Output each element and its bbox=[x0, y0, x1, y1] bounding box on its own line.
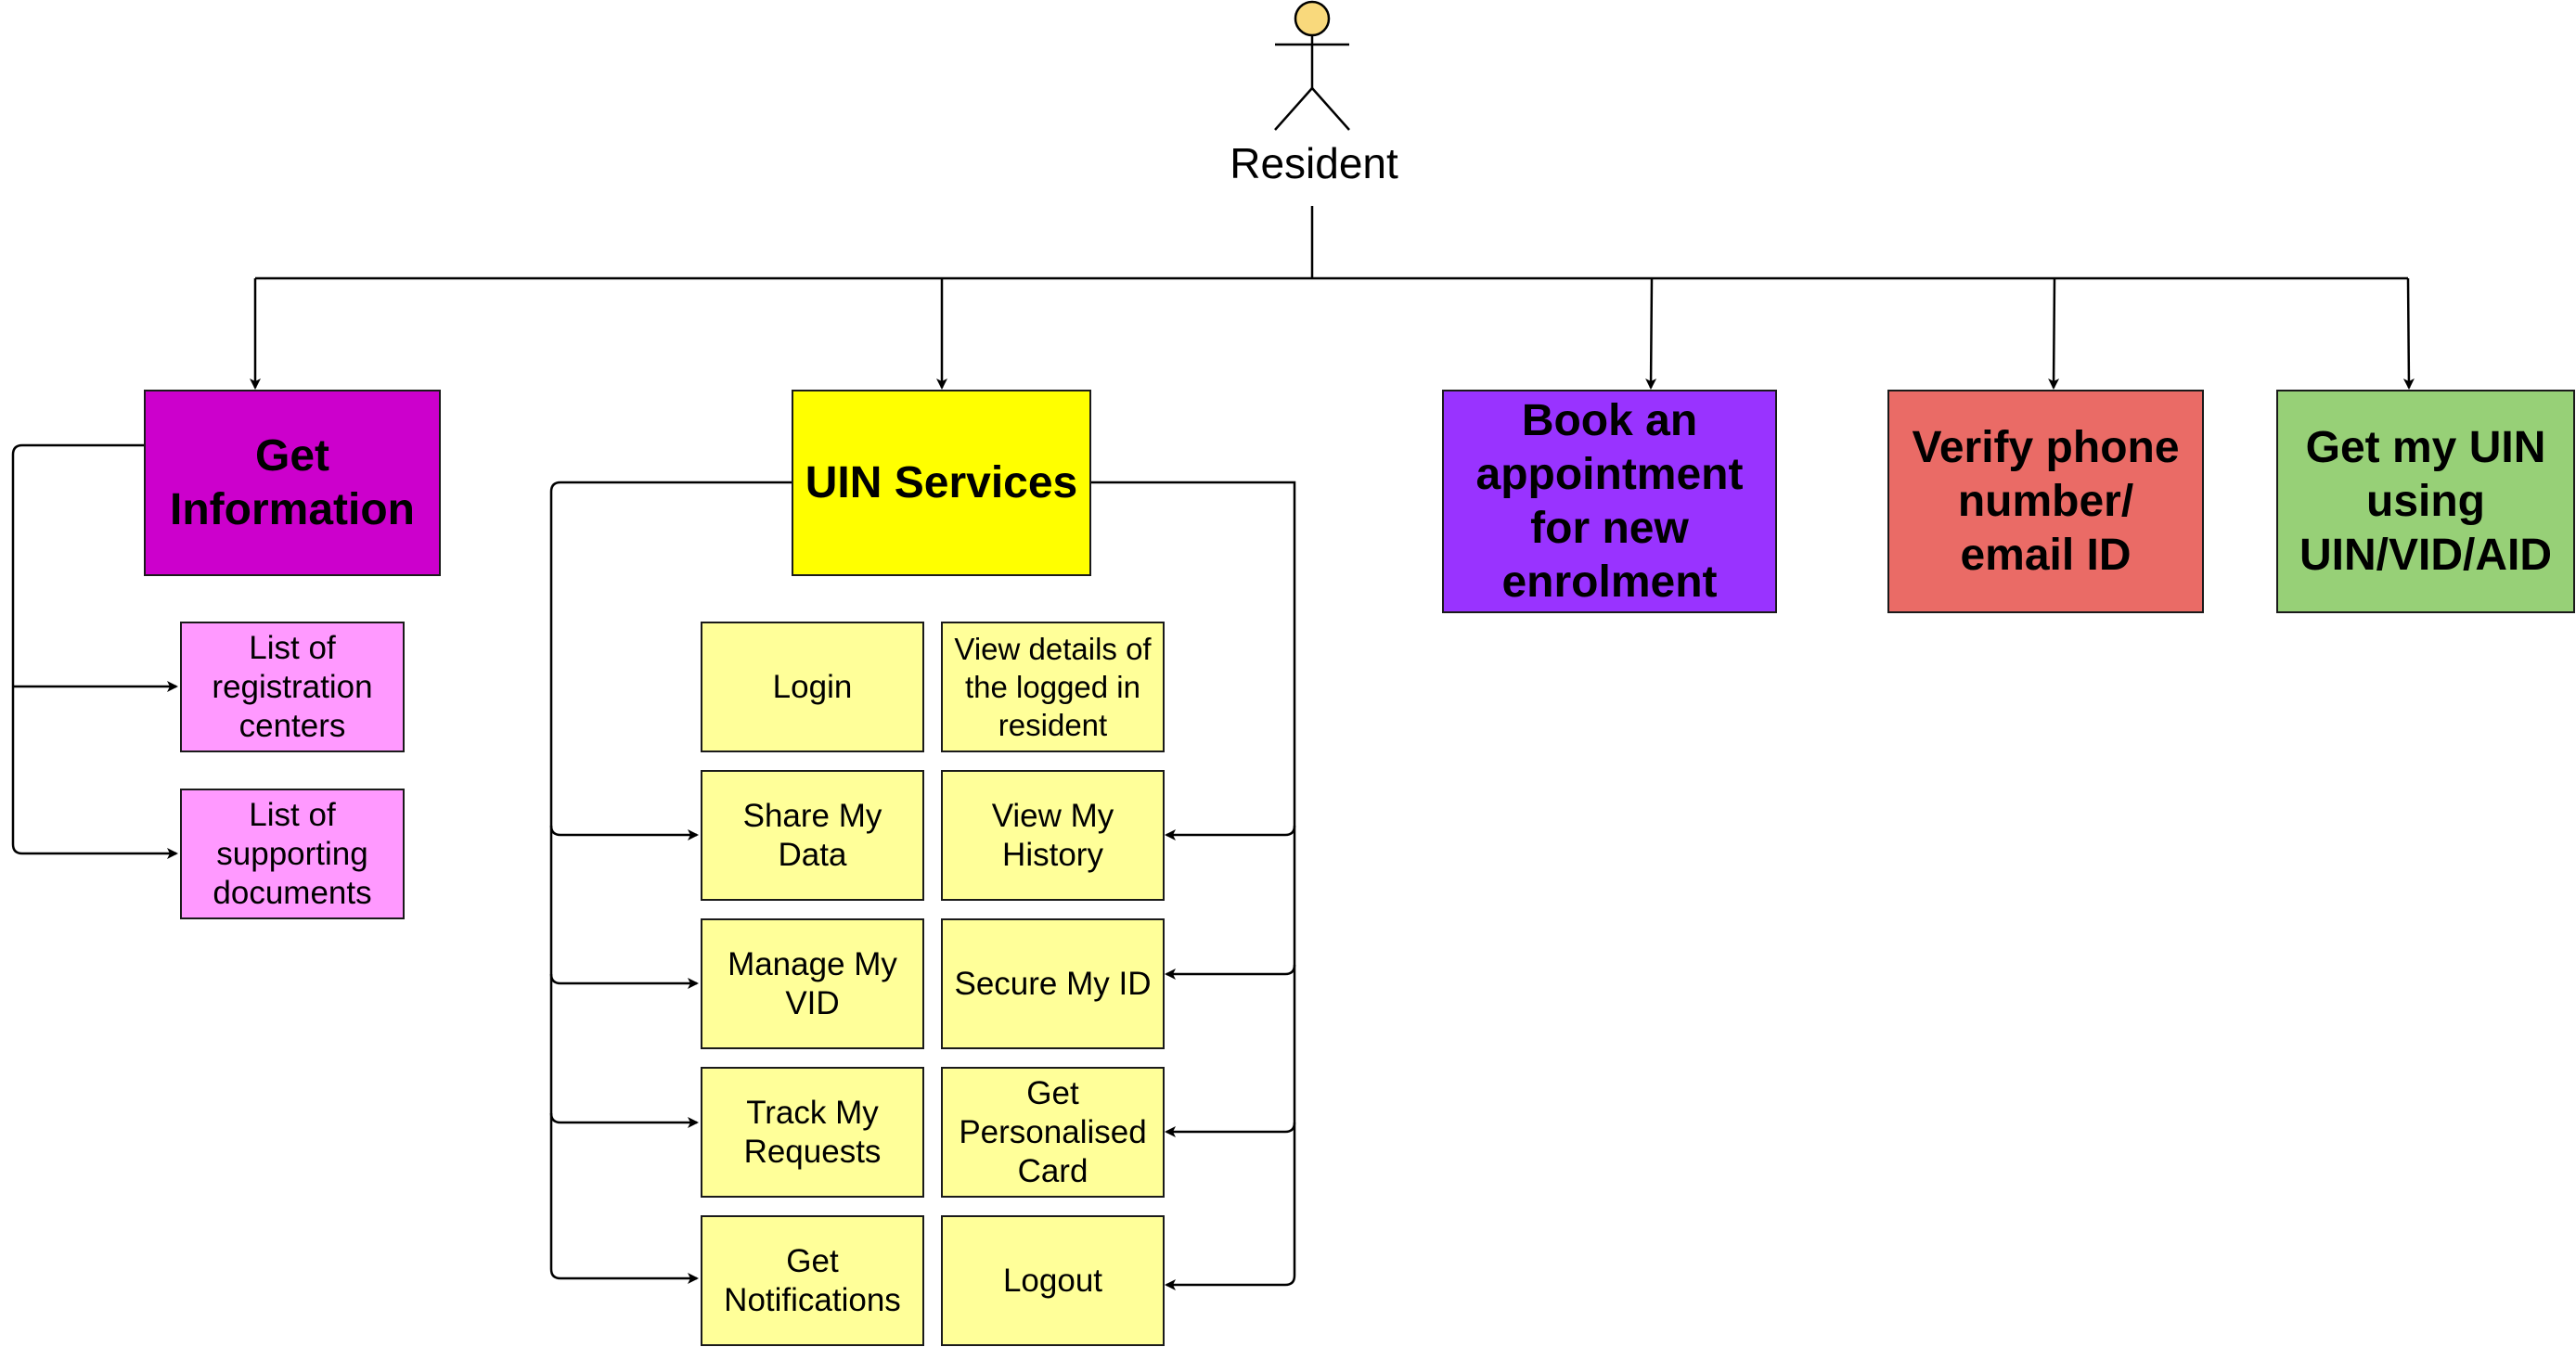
get-notifications-label: Get Notifications bbox=[724, 1242, 901, 1318]
uin-services-right-branch-line bbox=[1091, 481, 1296, 1290]
secure-my-id-label: Secure My ID bbox=[954, 965, 1152, 1002]
arrow-to-book-appointment bbox=[1645, 277, 1657, 390]
view-my-history-node[interactable]: View My History bbox=[941, 770, 1165, 901]
verify-phone-node[interactable]: Verify phone number/ email ID bbox=[1887, 390, 2204, 613]
arrow-to-track-my-requests bbox=[549, 1112, 699, 1128]
get-uin-label: Get my UIN using UIN/VID/AID bbox=[2299, 422, 2552, 580]
verify-phone-label: Verify phone number/ email ID bbox=[1912, 422, 2180, 580]
resident-actor-figure bbox=[1274, 0, 1350, 131]
uin-services-left-branch-line bbox=[549, 481, 792, 1284]
arrow-to-view-my-history bbox=[1165, 825, 1296, 840]
arrow-to-get-personalised-card bbox=[1165, 1122, 1296, 1137]
get-information-branch-line bbox=[11, 443, 178, 859]
get-personalised-card-label: Get Personalised Card bbox=[959, 1074, 1147, 1189]
get-information-label: Get Information bbox=[170, 430, 415, 534]
supporting-documents-node[interactable]: List of supporting documents bbox=[180, 789, 405, 919]
actor-left-leg bbox=[1274, 87, 1313, 131]
arrow-to-secure-my-id bbox=[1165, 964, 1296, 980]
login-node[interactable]: Login bbox=[701, 622, 924, 752]
get-information-node[interactable]: Get Information bbox=[144, 390, 441, 576]
registration-centers-label: List of registration centers bbox=[212, 629, 373, 744]
uin-services-node[interactable]: UIN Services bbox=[792, 390, 1091, 576]
arrow-to-share-my-data bbox=[549, 825, 699, 840]
registration-centers-node[interactable]: List of registration centers bbox=[180, 622, 405, 752]
actor-head bbox=[1294, 0, 1331, 37]
view-logged-in-details-label: View details of the logged in resident bbox=[954, 632, 1152, 742]
supporting-documents-label: List of supporting documents bbox=[213, 796, 372, 911]
book-appointment-node[interactable]: Book an appointment for new enrolment bbox=[1442, 390, 1777, 613]
resident-actor-label: Resident bbox=[1230, 139, 1398, 187]
share-my-data-node[interactable]: Share My Data bbox=[701, 770, 924, 901]
get-personalised-card-node[interactable]: Get Personalised Card bbox=[941, 1067, 1165, 1198]
logout-node[interactable]: Logout bbox=[941, 1215, 1165, 1346]
get-uin-node[interactable]: Get my UIN using UIN/VID/AID bbox=[2276, 390, 2575, 613]
logout-label: Logout bbox=[1002, 1262, 1103, 1299]
manage-my-vid-label: Manage My VID bbox=[728, 945, 897, 1021]
share-my-data-label: Share My Data bbox=[742, 797, 882, 873]
login-label: Login bbox=[772, 668, 853, 705]
secure-my-id-node[interactable]: Secure My ID bbox=[941, 918, 1165, 1049]
actor-right-leg bbox=[1311, 87, 1350, 131]
arrow-to-manage-my-vid bbox=[549, 973, 699, 989]
track-my-requests-node[interactable]: Track My Requests bbox=[701, 1067, 924, 1198]
view-logged-in-details-node[interactable]: View details of the logged in resident bbox=[941, 622, 1165, 752]
get-notifications-node[interactable]: Get Notifications bbox=[701, 1215, 924, 1346]
manage-my-vid-node[interactable]: Manage My VID bbox=[701, 918, 924, 1049]
track-my-requests-label: Track My Requests bbox=[743, 1094, 882, 1170]
uin-services-label: UIN Services bbox=[805, 457, 1078, 507]
book-appointment-label: Book an appointment for new enrolment bbox=[1475, 395, 1744, 607]
view-my-history-label: View My History bbox=[991, 797, 1114, 873]
arrow-to-get-uin bbox=[2402, 277, 2415, 390]
